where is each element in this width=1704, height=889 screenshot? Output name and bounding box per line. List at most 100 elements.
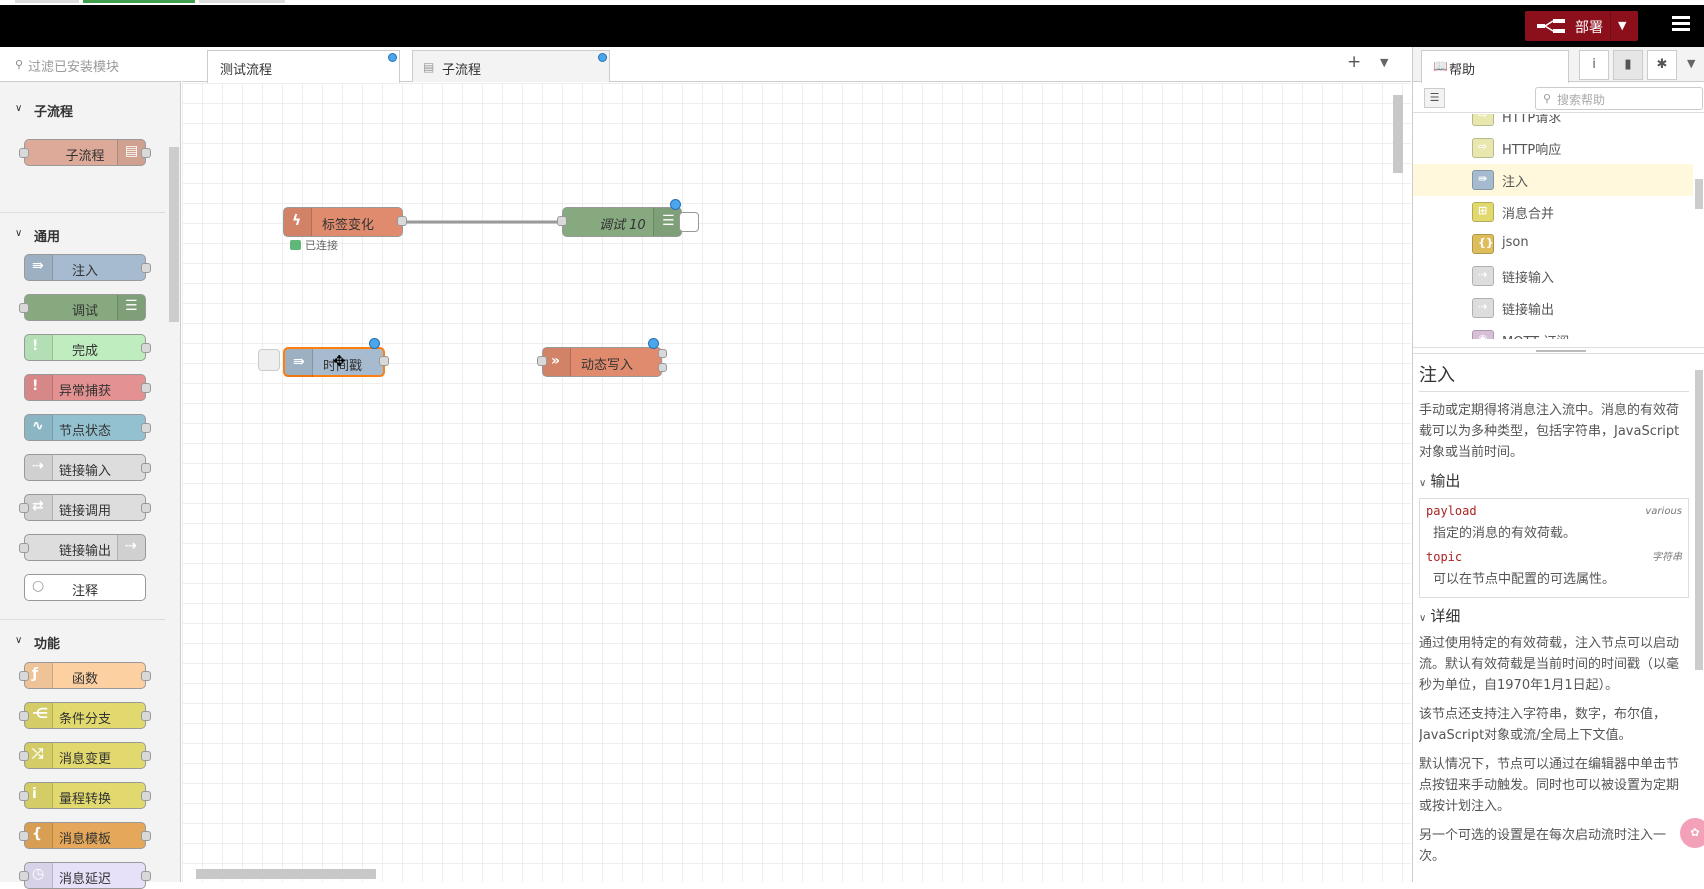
help-tree-item[interactable]: ⊞消息合并 [1413, 196, 1693, 228]
deploy-menu-caret-icon[interactable]: ▼ [1618, 19, 1627, 32]
info-icon[interactable]: i [1579, 50, 1609, 80]
flow-workspace[interactable]: ϟ 标签变化 已连接 调试 10 ☰ ⇛ 时间戳 ✥ » 动态写入 [182, 83, 1411, 882]
alert-icon: ! [25, 335, 53, 360]
tab-menu-chevron-down-icon[interactable]: ▼ [1380, 56, 1389, 69]
help-tree-label: 链接输入 [1502, 271, 1555, 286]
palette-search[interactable]: ⚲ 过滤已安装模块 [0, 47, 181, 82]
palette-category[interactable]: ∨功能 [0, 628, 165, 658]
palette-node[interactable]: ⇛注入 [24, 254, 146, 281]
debug-icon: ☰ [117, 295, 145, 320]
help-tree-item[interactable]: {}json [1413, 228, 1693, 260]
palette-node-label: 量程转换 [58, 792, 111, 807]
details-section-toggle[interactable]: ∨详细 [1419, 606, 1689, 629]
toc-list-icon[interactable]: ☰ [1424, 88, 1445, 108]
flow-node-timestamp[interactable]: ⇛ 时间戳 [283, 347, 385, 377]
outputs-section-toggle[interactable]: ∨输出 [1419, 471, 1689, 494]
function-icon: ƒ [25, 663, 53, 688]
link-call-icon: ⇄ [25, 495, 53, 520]
join-icon: ⊞ [1472, 202, 1494, 222]
search-icon: ⚲ [1543, 92, 1552, 105]
help-tree-item[interactable]: ⇨HTTP请求 [1413, 114, 1693, 132]
prop-name: payload [1426, 504, 1477, 518]
output-port [141, 343, 151, 353]
help-content-scrollbar[interactable] [1694, 365, 1704, 875]
input-port [19, 751, 29, 761]
flow-node-debug[interactable]: 调试 10 ☰ [562, 207, 682, 237]
status-icon: ∿ [25, 415, 53, 440]
node-label: 标签变化 [322, 218, 375, 233]
help-search[interactable]: ⚲ 搜索帮助 [1535, 87, 1703, 110]
palette-category[interactable]: ∨通用 [0, 221, 165, 251]
input-port [19, 148, 29, 158]
tab-help[interactable]: 📖 帮助 [1421, 50, 1569, 83]
category-divider [0, 619, 165, 620]
palette-search-input[interactable]: 过滤已安装模块 [28, 60, 120, 75]
palette-node[interactable]: ◷消息延迟 [24, 862, 146, 889]
output-port[interactable] [658, 349, 667, 358]
palette-node[interactable]: ∿节点状态 [24, 414, 146, 441]
header-bar: 部署 ▼ [0, 5, 1704, 47]
deploy-label: 部署 [1575, 20, 1603, 36]
flow-node-dynamic-write[interactable]: » 动态写入 [542, 347, 662, 377]
palette-category[interactable]: ∨子流程 [0, 96, 165, 126]
workspace-hscroll[interactable] [182, 867, 1391, 881]
floating-assistant-icon[interactable]: ✿ [1680, 818, 1704, 848]
palette-node[interactable]: ⋲条件分支 [24, 702, 146, 729]
tab-subflow[interactable]: ▤ 子流程 [412, 50, 610, 82]
output-port[interactable] [658, 363, 667, 372]
help-intro: 手动或定期得将消息注入流中。消息的有效荷载可以为多种类型，包括字符串，JavaS… [1419, 403, 1680, 460]
palette-node[interactable]: ⤮消息变更 [24, 742, 146, 769]
chevron-down-icon: ∨ [15, 635, 23, 646]
tab-label: 子流程 [442, 63, 482, 78]
category-label: 通用 [34, 230, 61, 245]
tab-test-flow[interactable]: 测试流程 [207, 50, 400, 83]
help-search-input[interactable]: 搜索帮助 [1557, 93, 1606, 107]
changed-indicator [670, 199, 681, 210]
input-port [19, 871, 29, 881]
debug-toggle-button[interactable] [679, 212, 699, 232]
inject-icon: ⇛ [1472, 170, 1494, 190]
help-tree-item[interactable]: ◉MQTT 订阅 [1413, 324, 1693, 339]
output-port [141, 383, 151, 393]
help-tree-scrollbar[interactable] [1694, 114, 1704, 339]
palette-node[interactable]: !异常捕获 [24, 374, 146, 401]
main-menu-button[interactable] [1672, 16, 1692, 36]
palette-node[interactable]: ⇢链接输出 [24, 534, 146, 561]
help-book-icon[interactable]: ▮ [1613, 50, 1643, 80]
output-port[interactable] [379, 356, 389, 366]
input-port [19, 543, 29, 553]
help-tree-item[interactable]: ⇢链接输出 [1413, 292, 1693, 324]
help-tree-item[interactable]: ⇢链接输入 [1413, 260, 1693, 292]
input-port[interactable] [557, 216, 567, 226]
palette-node[interactable]: ▤子流程 [24, 139, 146, 166]
palette-node[interactable]: ☰调试 [24, 294, 146, 321]
sidebar-splitter[interactable] [1413, 347, 1704, 354]
help-toolbar: ☰ ⚲ 搜索帮助 [1413, 83, 1704, 113]
output-port [141, 671, 151, 681]
palette-node[interactable]: ⇢链接输入 [24, 454, 146, 481]
input-port[interactable] [537, 356, 547, 366]
debug-bug-icon[interactable]: ✱ [1647, 50, 1677, 80]
palette-node[interactable]: ⇄链接调用 [24, 494, 146, 521]
palette-scrollbar[interactable] [169, 97, 179, 882]
add-tab-icon[interactable]: + [1347, 52, 1362, 72]
help-tree-item[interactable]: ⇛注入 [1413, 164, 1693, 196]
output-port[interactable] [397, 216, 407, 226]
node-label: 动态写入 [581, 358, 634, 373]
palette-node[interactable]: ○注释 [24, 574, 146, 601]
deploy-button[interactable]: 部署 ▼ [1525, 11, 1638, 41]
comment-icon: ○ [32, 578, 45, 594]
flow-node-tag-change[interactable]: ϟ 标签变化 [283, 207, 403, 237]
sidebar-menu-chevron-down-icon[interactable]: ▼ [1687, 57, 1696, 70]
workspace-vscroll[interactable] [1391, 83, 1405, 873]
palette-node-label: 注入 [71, 264, 98, 279]
help-tree-item[interactable]: ⇨HTTP响应 [1413, 132, 1693, 164]
palette-node[interactable]: !完成 [24, 334, 146, 361]
inject-trigger-button[interactable] [258, 349, 280, 371]
node-status: 已连接 [305, 239, 338, 252]
book-icon: 📖 [1433, 59, 1448, 73]
input-port [19, 831, 29, 841]
palette-node[interactable]: {消息模板 [24, 822, 146, 849]
